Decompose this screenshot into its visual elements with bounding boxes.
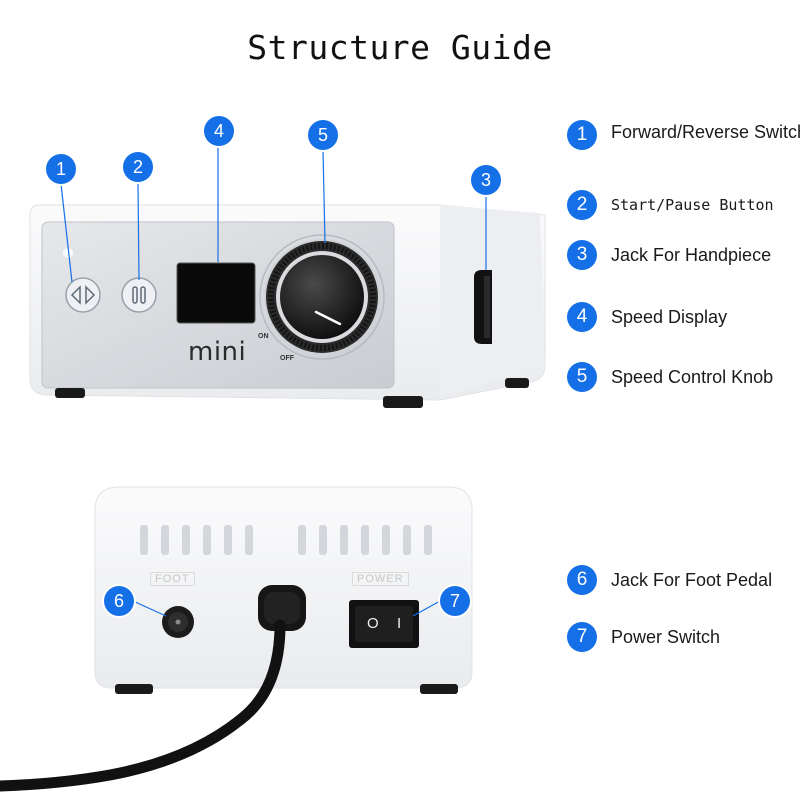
knob-on-label: ON xyxy=(258,333,269,340)
callout-marker-3: 3 xyxy=(471,165,501,195)
switch-off-symbol: O xyxy=(367,615,379,632)
callout-marker-6: 6 xyxy=(104,586,134,616)
legend-label: Speed Display xyxy=(611,306,728,327)
vent-slots-right xyxy=(298,525,432,555)
switch-on-symbol: I xyxy=(397,615,402,632)
handpiece-jack xyxy=(474,270,492,344)
speed-display xyxy=(176,262,256,324)
foot-pedal-jack xyxy=(162,606,194,638)
vent-slots-left xyxy=(140,525,253,555)
legend-item-handpiece-jack: 3 Jack For Handpiece xyxy=(567,240,800,270)
knob-off-label: OFF xyxy=(280,355,294,362)
legend-item-start-pause: 2 Start/Pause Button xyxy=(567,190,800,220)
callout-marker-4: 4 xyxy=(204,116,234,146)
legend-item-speed-knob: 5 Speed Control Knob xyxy=(567,362,800,392)
legend-label: Power Switch xyxy=(611,626,721,647)
foot-port-label: FOOT xyxy=(150,572,195,586)
legend-label: Jack For Foot Pedal xyxy=(611,569,773,590)
brand-logo-text: mini xyxy=(188,337,247,367)
legend-label: Speed Control Knob xyxy=(611,366,774,387)
power-port-label: POWER xyxy=(352,572,409,586)
forward-reverse-switch xyxy=(65,277,101,313)
legend-number: 2 xyxy=(567,190,597,220)
legend-label: Start/Pause Button xyxy=(611,195,774,214)
power-cable xyxy=(0,585,306,792)
legend-label: Forward/Reverse Switch xyxy=(611,122,800,142)
callout-marker-7: 7 xyxy=(440,586,470,616)
callout-marker-2: 2 xyxy=(123,152,153,182)
legend-item-speed-display: 4 Speed Display xyxy=(567,302,800,332)
rear-unit xyxy=(0,486,473,792)
power-switch xyxy=(349,600,419,648)
callout-marker-5: 5 xyxy=(308,120,338,150)
legend-number: 4 xyxy=(567,302,597,332)
legend-item-foot-pedal-jack: 6 Jack For Foot Pedal xyxy=(567,565,800,595)
legend-label: Jack For Handpiece xyxy=(611,244,772,265)
legend-item-forward-reverse: 1 Forward/Reverse Switch xyxy=(567,120,800,150)
page-title: Structure Guide xyxy=(247,28,553,67)
legend-item-power-switch: 7 Power Switch xyxy=(567,622,800,652)
legend-number: 6 xyxy=(567,565,597,595)
legend-number: 5 xyxy=(567,362,597,392)
legend-number: 7 xyxy=(567,622,597,652)
front-unit xyxy=(29,204,546,408)
start-pause-button xyxy=(121,277,157,313)
status-led xyxy=(63,248,73,258)
callout-marker-1: 1 xyxy=(46,154,76,184)
legend-number: 3 xyxy=(567,240,597,270)
legend-number: 1 xyxy=(567,120,597,150)
speed-control-knob xyxy=(259,234,385,360)
